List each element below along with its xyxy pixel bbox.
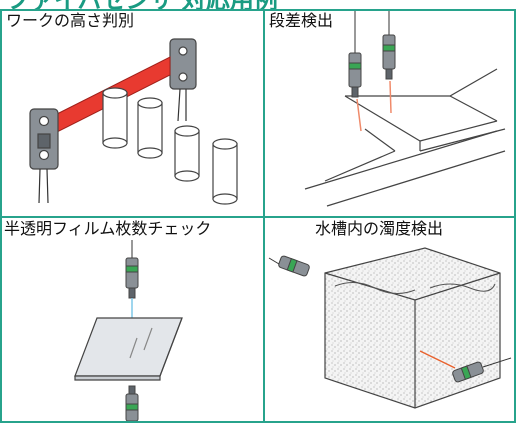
water-tank — [324, 247, 501, 409]
page-heading-text: ファイバセンサ 対応用例 — [0, 0, 516, 10]
step-detection-illustration — [304, 11, 506, 207]
film-count-illustration — [74, 240, 183, 421]
panel-film-count-check: 半透明フィルム枚数チェック — [2, 218, 263, 421]
detection-ray-left — [356, 98, 362, 132]
fiber-head-top — [125, 240, 139, 299]
turbidity-ray — [419, 350, 456, 369]
fiber-head-bottom — [125, 385, 139, 421]
panel-label: 段差検出 — [269, 11, 334, 30]
turbidity-illustration — [268, 247, 512, 409]
page-heading: ファイバセンサ 対応用例 — [0, 0, 516, 10]
panel-label: 半透明フィルム枚数チェック — [4, 219, 212, 238]
receiver-sensor — [169, 38, 197, 122]
panel-height-discrimination: ワークの高さ判別 — [2, 11, 263, 216]
fiber-head-upper-left — [268, 255, 310, 277]
work-cylinders — [102, 87, 238, 205]
panel-step-detection: 段差検出 — [265, 11, 514, 216]
panel-label: ワークの高さ判別 — [6, 11, 135, 30]
stepped-plate — [304, 68, 506, 207]
panel-turbidity-detection: 水槽内の濁度検出 — [265, 218, 514, 421]
fiber-head-left — [348, 11, 362, 98]
fiber-head-right — [382, 11, 396, 80]
grid-horizontal-divider — [0, 216, 516, 218]
emitter-sensor — [29, 108, 59, 204]
panel-label: 水槽内の濁度検出 — [315, 219, 444, 238]
height-discrimination-illustration — [29, 38, 238, 205]
film-stack — [74, 317, 183, 381]
fiber-head-lower-right — [452, 357, 512, 383]
detection-ray-right — [389, 80, 392, 114]
